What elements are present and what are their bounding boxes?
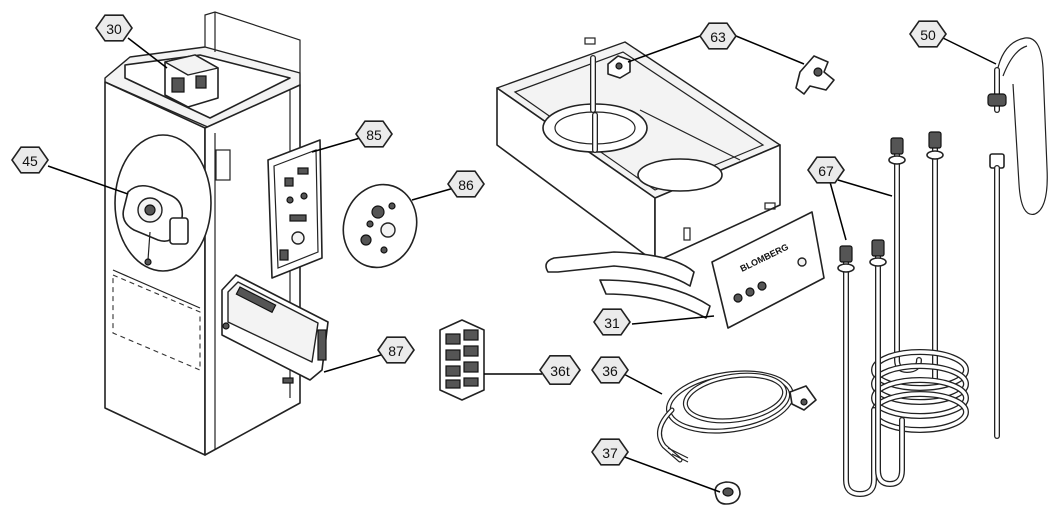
callout-label: 85: [366, 127, 382, 143]
callout-hexagon: [807, 156, 845, 184]
part-30-switch: [164, 54, 219, 108]
callout-hexagon: [447, 170, 485, 198]
callout-36t: 36t: [539, 354, 581, 386]
part-50-thermostat-probe: [987, 37, 1048, 439]
callout-37: 37: [591, 438, 629, 466]
callout-hexagon: [699, 22, 737, 50]
part-86-disc: [342, 183, 418, 269]
callout-63: 63: [699, 22, 737, 50]
callout-label: 87: [388, 343, 404, 359]
part-45-valve: [122, 184, 189, 266]
part-63-clips: [607, 55, 835, 95]
callout-hexagon: [539, 354, 581, 386]
callout-label: 45: [22, 153, 38, 169]
callout-85: 85: [355, 120, 393, 148]
callout-50: 50: [909, 20, 947, 48]
callout-hexagon: [355, 120, 393, 148]
part-36t-terminal-block: [439, 319, 485, 401]
callout-hexagon: [591, 438, 629, 466]
callout-hexagon: [377, 336, 415, 364]
callout-label: 37: [602, 445, 618, 461]
callout-label: 67: [818, 163, 834, 179]
callout-86: 86: [447, 170, 485, 198]
leader-lines: [47, 35, 997, 493]
callout-label: 36: [602, 363, 618, 379]
callout-label: 36t: [550, 363, 570, 379]
part-87-module: [221, 274, 329, 381]
callout-31: 31: [593, 308, 631, 336]
callout-hexagon: [591, 356, 629, 384]
callout-label: 86: [458, 177, 474, 193]
part-31-control-panel: BLOMBERG: [545, 211, 825, 329]
callout-label: 31: [604, 315, 620, 331]
part-37-bushing: [714, 481, 741, 505]
callout-layer: 30 45 85 86 87 63 50 67 31 36t 36 37: [11, 14, 947, 466]
callout-hexagon: [11, 146, 49, 174]
callout-label: 50: [920, 27, 936, 43]
water-tank: [496, 37, 781, 263]
part-67-heating-elements: [837, 131, 969, 497]
callout-45: 45: [11, 146, 49, 174]
callout-hexagon: [909, 20, 947, 48]
callout-label: 63: [710, 29, 726, 45]
callout-67: 67: [807, 156, 845, 184]
callout-30: 30: [95, 14, 133, 42]
callout-label: 30: [106, 21, 122, 37]
callout-87: 87: [377, 336, 415, 364]
part-36-power-cord: [657, 370, 817, 463]
callout-hexagon: [95, 14, 133, 42]
callout-hexagon: [593, 308, 631, 336]
part-85-circuit-board: [267, 139, 323, 279]
callout-36: 36: [591, 356, 629, 384]
